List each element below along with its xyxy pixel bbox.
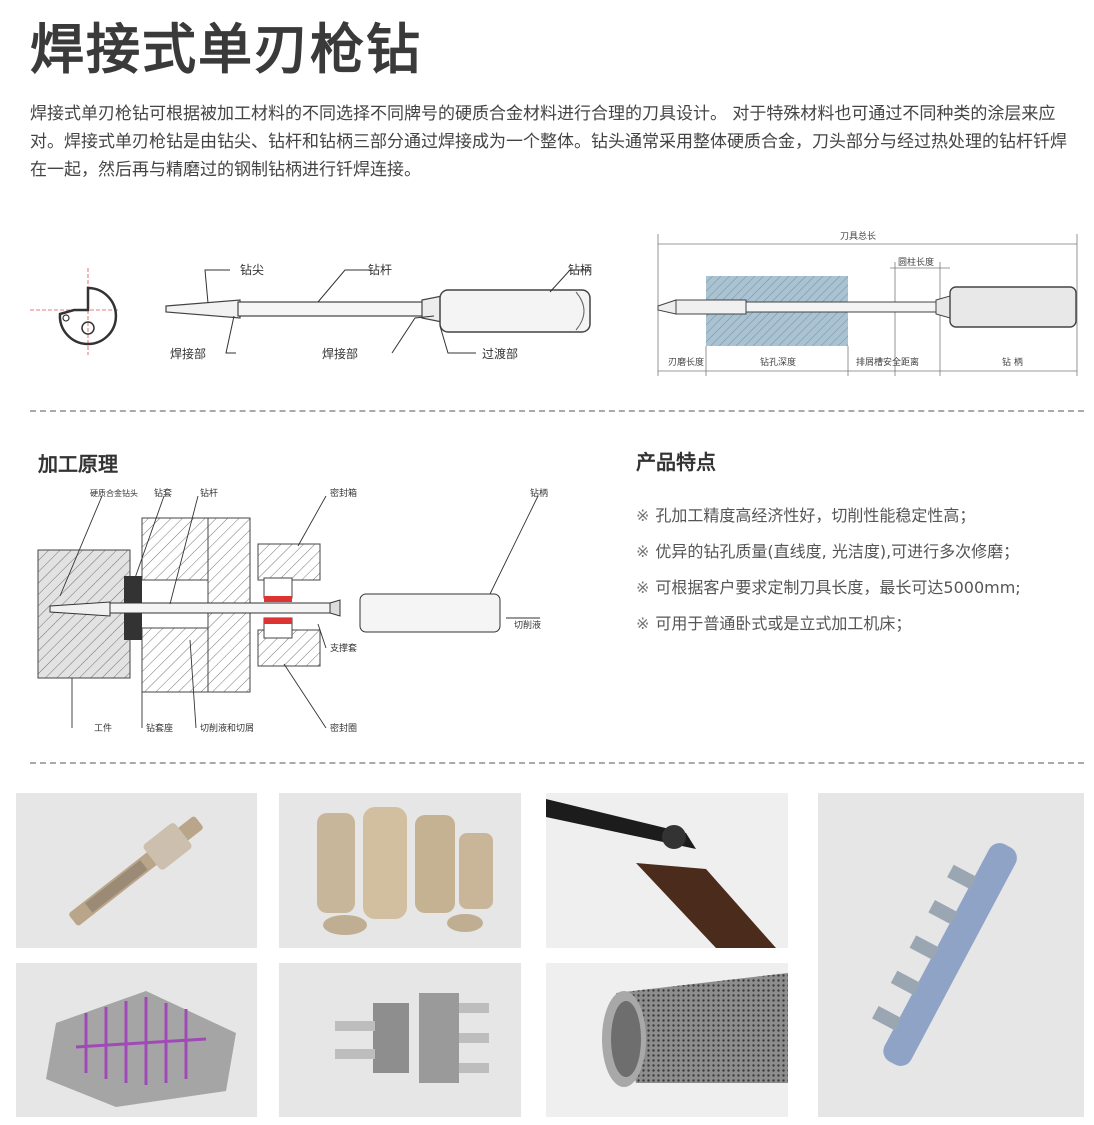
label-transition: 过渡部 — [482, 346, 518, 361]
label-principle-shank: 钻柄 — [530, 487, 548, 499]
reference-mark-icon: ※ — [636, 542, 650, 561]
seal-box-section-icon — [257, 543, 321, 667]
label-chip-safety: 排屑槽安全距离 — [856, 356, 919, 368]
mold-cooling-channels-photo-icon — [16, 963, 257, 1117]
drill-cross-section-icon — [30, 268, 120, 355]
feature-item: ※孔加工精度高经济性好，切削性能稳定性高； — [636, 506, 976, 525]
section-divider-1 — [30, 410, 1084, 412]
label-shank: 钻柄 — [568, 262, 592, 277]
reference-mark-icon: ※ — [636, 614, 650, 633]
label-coolant-chips: 切削液和切屑 — [200, 722, 254, 734]
perforated-tube-photo-icon — [546, 963, 788, 1117]
features-heading: 产品特点 — [636, 450, 716, 474]
feature-item: ※优异的钻孔质量(直线度, 光洁度),可进行多次修磨； — [636, 542, 1020, 561]
feature-item: ※可用于普通卧式或是立式加工机床； — [636, 614, 912, 633]
label-seal-ring: 密封圈 — [330, 722, 357, 734]
label-seal-box: 密封箱 — [330, 487, 357, 499]
principle-diagram: 硬质合金钻头 钻套 钻杆 密封箱 钻柄 切削液 支撑套 工件 钻套座 切削液和切… — [37, 487, 548, 734]
label-bushing: 钻套 — [154, 487, 172, 499]
dimension-drill-icon — [657, 286, 1077, 328]
label-support: 支撑套 — [330, 642, 357, 654]
label-coolant: 切削液 — [514, 619, 541, 631]
label-principle-shaft: 钻杆 — [200, 487, 218, 499]
reference-mark-icon: ※ — [636, 506, 650, 525]
fuel-rail-photo-icon — [818, 793, 1084, 1117]
bottle-mold-photo-icon — [279, 793, 521, 948]
label-hole-depth: 钻孔深度 — [760, 356, 796, 368]
dimension-diagram: 刀具总长 圆柱长度 刃磨长度 钻孔深度 排屑槽安全距离 钻 柄 — [657, 230, 1078, 376]
label-carbide-tip: 硬质合金钻头 — [90, 488, 138, 498]
label-cylinder-length: 圆柱长度 — [898, 256, 934, 268]
principle-drill-icon — [49, 593, 501, 633]
gun-drill-illustration-icon — [165, 289, 591, 333]
label-dimension-shank: 钻 柄 — [1002, 356, 1023, 368]
principle-heading: 加工原理 — [38, 452, 118, 476]
drill-structure-diagram: 钻尖 钻杆 钻柄 焊接部 焊接部 过渡部 — [30, 262, 592, 361]
label-workpiece: 工件 — [94, 722, 112, 734]
label-weld-2: 焊接部 — [322, 346, 358, 361]
intro-paragraph: 焊接式单刃枪钻可根据被加工材料的不同选择不同牌号的硬质合金材料进行合理的刀具设计… — [30, 104, 1067, 180]
label-total-length: 刀具总长 — [840, 230, 876, 242]
feature-item: ※可根据客户要求定制刀具长度，最长可达5000mm; — [636, 578, 1021, 597]
features-list: ※孔加工精度高经济性好，切削性能稳定性高； ※优异的钻孔质量(直线度, 光洁度)… — [636, 498, 1086, 642]
label-bushing-seat: 钻套座 — [146, 722, 173, 734]
label-weld-1: 焊接部 — [170, 346, 206, 361]
threaded-shaft-photo-icon — [16, 793, 257, 948]
label-tip: 钻尖 — [240, 262, 264, 277]
hydraulic-manifold-photo-icon — [279, 963, 521, 1117]
label-regrind-length: 刃磨长度 — [668, 356, 704, 368]
page-title: 焊接式单刃枪钻 — [30, 18, 422, 81]
reference-mark-icon: ※ — [636, 578, 650, 597]
label-shaft: 钻杆 — [368, 262, 392, 277]
section-divider-2 — [30, 762, 1084, 764]
shotgun-photo-icon — [546, 793, 788, 948]
